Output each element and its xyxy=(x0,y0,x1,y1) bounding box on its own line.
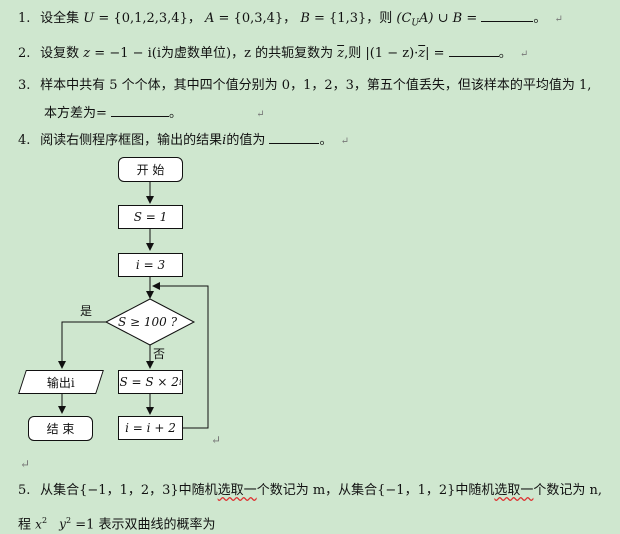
flow-init-i: i = 3 xyxy=(118,253,183,277)
flow-no-label: 否 xyxy=(153,347,166,361)
return-icon: ↵ xyxy=(340,136,350,147)
flow-condition: S ≥ 100 ? xyxy=(118,315,178,329)
flow-end: 结 束 xyxy=(28,416,93,441)
flow-update-i: i = i + 2 xyxy=(118,416,183,440)
question-number: 5. xyxy=(18,483,31,498)
question-3: 3. 样本中共有 5 个个体，其中四个值分别为 0，1，2，3，第五个值丢失，但… xyxy=(18,78,592,93)
answer-blank[interactable] xyxy=(448,44,499,57)
flow-init-s: S = 1 xyxy=(118,205,183,229)
flow-start: 开 始 xyxy=(118,157,183,182)
question-number: 1. xyxy=(18,11,31,26)
flow-output: 输出i xyxy=(18,370,104,394)
question-number: 4. xyxy=(18,133,31,148)
return-icon: ↵ xyxy=(519,49,529,60)
return-icon: ↵ xyxy=(20,457,31,471)
answer-blank[interactable] xyxy=(481,9,534,22)
question-1: 1. 设全集 U = {0,1,2,3,4}， A = {0,3,4}， B =… xyxy=(18,9,563,29)
question-5-continued: 程 x2 y2 =1 表示双曲线的概率为 xyxy=(18,516,216,533)
answer-blank[interactable] xyxy=(111,104,170,117)
question-3-continued: 本方差为= 。 ↵ xyxy=(44,104,265,121)
return-icon: ↵ xyxy=(256,109,265,120)
question-2: 2. 设复数 z = −1 − i(i为虚数单位)，z 的共轭复数为 z,则 |… xyxy=(18,44,529,61)
question-number: 3. xyxy=(18,78,31,93)
question-5: 5. 从集合{−1，1，2，3}中随机选取一个数记为 m，从集合{−1，1，2}… xyxy=(18,483,603,498)
question-number: 2. xyxy=(18,46,31,61)
flow-yes-label: 是 xyxy=(80,304,93,318)
answer-blank[interactable] xyxy=(269,131,320,144)
question-4: 4. 阅读右侧程序框图，输出的结果i的值为 。 ↵ xyxy=(18,131,350,148)
return-icon: ↵ xyxy=(211,433,222,447)
return-icon: ↵ xyxy=(554,14,563,25)
